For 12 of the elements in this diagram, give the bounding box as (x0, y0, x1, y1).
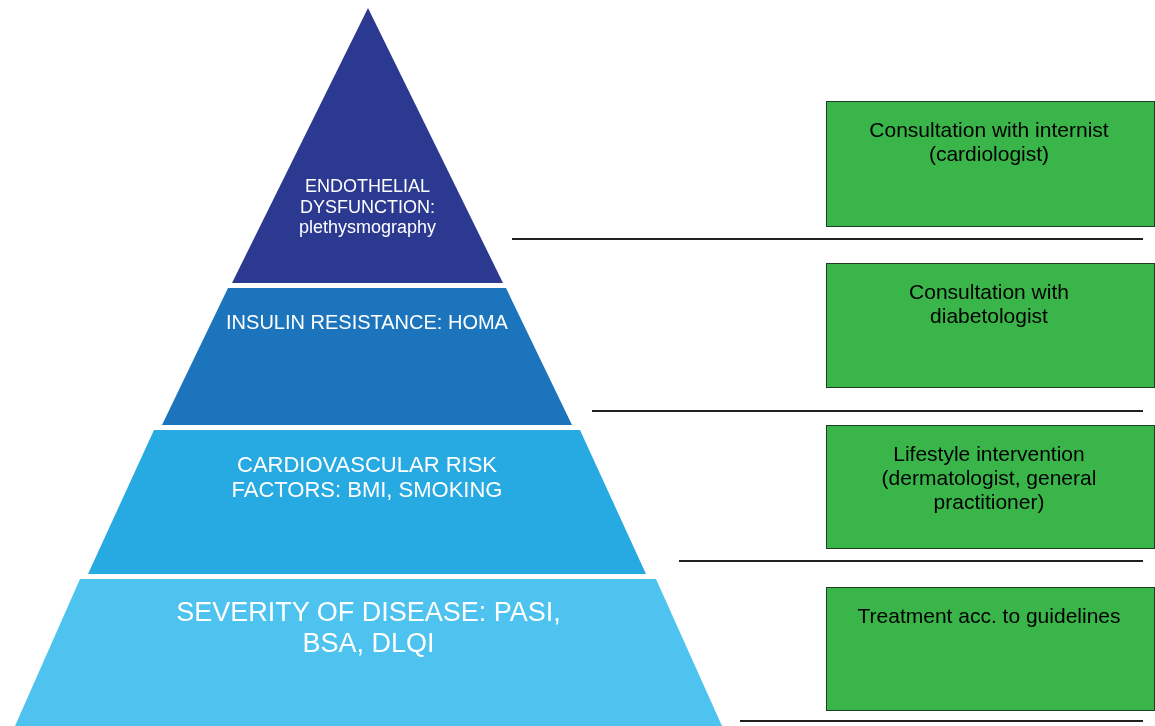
tier-label: CARDIOVASCULAR RISK FACTORS: BMI, SMOKING (230, 452, 504, 503)
action-box (826, 425, 1155, 549)
action-text: Treatment acc. to guidelines (856, 604, 1122, 629)
action-box (826, 263, 1155, 388)
tier-label: SEVERITY OF DISEASE: PASI, BSA, DLQI (175, 597, 562, 660)
action-text: Consultation with internist (cardiologist) (868, 118, 1110, 167)
action-text: Consultation with diabetologist (908, 280, 1070, 329)
action-text: Lifestyle intervention (dermatologist, general practitioner) (880, 442, 1098, 515)
action-box (826, 101, 1155, 227)
tier-label: ENDOTHELIAL DYSFUNCTION: plethysmography (297, 176, 438, 239)
tier-label: INSULIN RESISTANCE: HOMA (225, 311, 509, 334)
action-box (826, 587, 1155, 711)
